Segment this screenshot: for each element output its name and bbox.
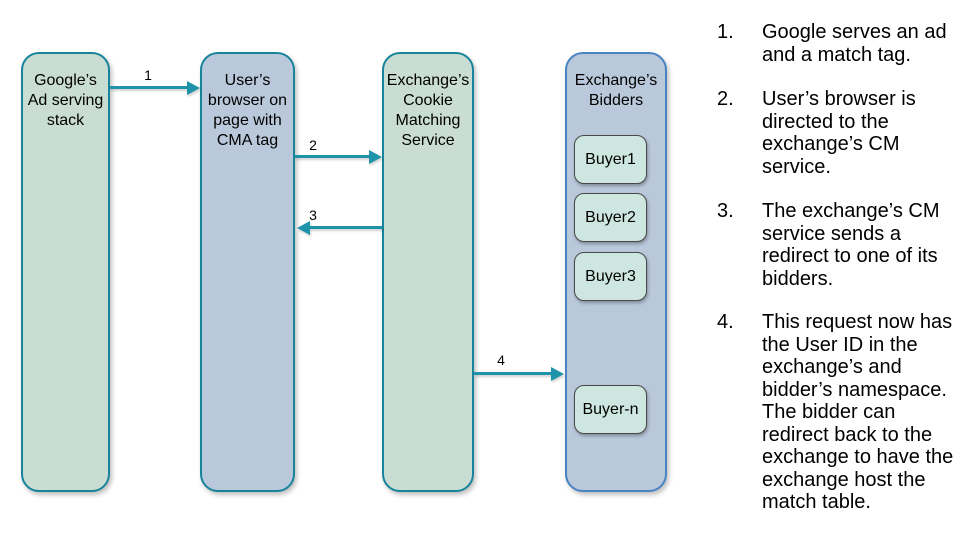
arrow-head (187, 80, 200, 95)
node-title: Exchange’s Bidders (574, 72, 658, 109)
step-number: 1. (717, 21, 734, 43)
legend-step-4: 4. This request now has the User ID in t… (717, 311, 960, 514)
step-text: Google serves an ad and a match tag. (762, 21, 947, 66)
buyer-label: Buyer2 (585, 208, 636, 226)
buyer-node-n: Buyer-n (574, 385, 647, 434)
step-number: 4. (717, 311, 734, 333)
legend-step-1: 1. Google serves an ad and a match tag. (717, 21, 960, 66)
step-text: User’s browser is directed to the exchan… (762, 88, 916, 178)
step-number: 3. (717, 200, 734, 222)
buyer-label: Buyer3 (585, 267, 636, 285)
step-number: 2. (717, 88, 734, 110)
buyer-label: Buyer-n (582, 400, 639, 418)
buyer-node-3: Buyer3 (574, 252, 647, 301)
step-text: This request now has the User ID in the … (762, 311, 954, 513)
flow-arrow-1 (110, 80, 200, 95)
node-title: Google’s Ad serving stack (27, 72, 104, 129)
flow-arrow-2 (295, 149, 382, 164)
arrow-head (297, 220, 310, 235)
arrow-head (369, 149, 382, 164)
legend-step-3: 3. The exchange’s CM service sends a red… (717, 200, 960, 290)
flow-arrow-4 (474, 366, 564, 381)
step-text: The exchange’s CM service sends a redire… (762, 200, 940, 290)
node-cookie-matching-service: Exchange’s Cookie Matching Service (382, 52, 474, 492)
buyer-label: Buyer1 (585, 150, 636, 168)
node-google-ad-stack: Google’s Ad serving stack (21, 52, 110, 492)
node-exchange-bidders: Exchange’s Bidders Buyer1 Buyer2 Buyer3 … (565, 52, 667, 492)
arrow-step-number-3: 3 (309, 207, 317, 223)
arrow-step-number-4: 4 (497, 352, 505, 368)
buyer-node-2: Buyer2 (574, 193, 647, 242)
arrow-head (551, 366, 564, 381)
buyer-node-1: Buyer1 (574, 135, 647, 184)
arrow-step-number-1: 1 (144, 67, 152, 83)
arrow-step-number-2: 2 (309, 137, 317, 153)
node-title: Exchange’s Cookie Matching Service (386, 72, 470, 149)
node-user-browser: User’s browser on page with CMA tag (200, 52, 295, 492)
node-title: User’s browser on page with CMA tag (207, 72, 288, 149)
flow-arrow-3 (297, 220, 382, 235)
legend-step-2: 2. User’s browser is directed to the exc… (717, 88, 960, 178)
